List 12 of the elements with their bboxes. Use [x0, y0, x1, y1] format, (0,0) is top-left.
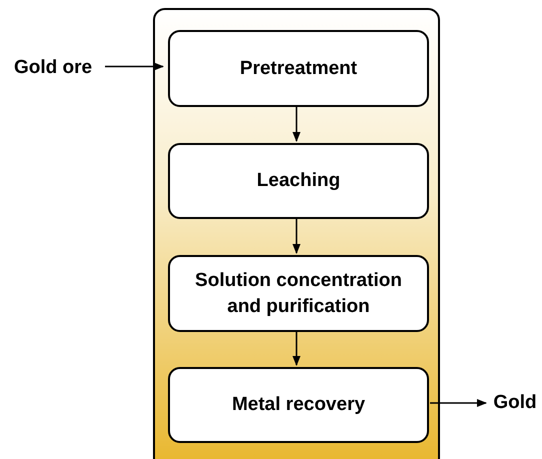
label-text: Gold [489, 390, 541, 416]
process-box: Leaching [168, 143, 429, 219]
process-box: Pretreatment [168, 30, 429, 107]
arrow [430, 399, 487, 407]
process-box: Solution concentration and purification [168, 255, 429, 332]
container-panel [153, 8, 440, 459]
arrow [292, 105, 300, 142]
arrow [292, 330, 300, 366]
process-box: Metal recovery [168, 367, 429, 443]
arrow [292, 217, 300, 254]
label-text: Gold ore [4, 55, 102, 81]
arrow [105, 62, 164, 70]
